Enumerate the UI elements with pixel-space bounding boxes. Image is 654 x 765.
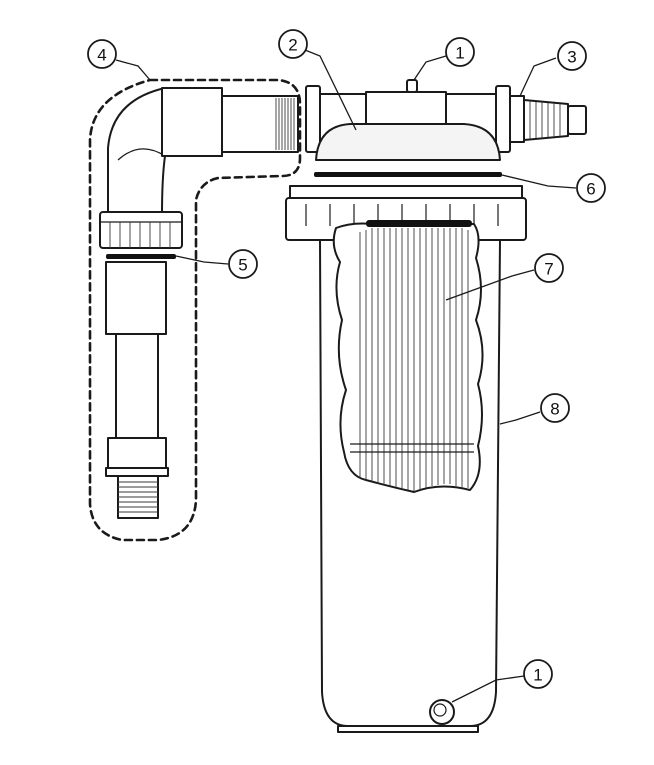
- head-dome-lid: [315, 123, 501, 161]
- tailpiece-pipe: [115, 333, 159, 439]
- hose-adapter-barb: [523, 99, 569, 141]
- leader-lines: [115, 47, 577, 703]
- union-nut: [99, 211, 183, 249]
- hose-adapter-ribs: [529, 101, 561, 139]
- head-left-flange: [305, 85, 321, 153]
- callout-8: 8: [540, 393, 570, 423]
- callout-5: 5: [228, 249, 258, 279]
- drain-plug: [429, 699, 455, 725]
- head-right-flange: [495, 85, 511, 153]
- housing-top-rim: [289, 185, 523, 199]
- elbow-inner-curve: [117, 148, 166, 161]
- elbow-socket: [161, 87, 223, 157]
- svg-text:5: 5: [238, 256, 247, 275]
- housing-base: [337, 725, 479, 733]
- filter-cartridge: [332, 220, 484, 493]
- elbow-thread-lines: [275, 98, 295, 150]
- assembly-4-dashed-outline: [88, 78, 302, 542]
- svg-text:8: 8: [550, 400, 559, 419]
- tailpiece-flange: [105, 467, 169, 477]
- callout-1-top: 1: [445, 37, 475, 67]
- elbow-union-assembly: [88, 78, 302, 542]
- svg-text:7: 7: [544, 260, 553, 279]
- callout-2: 2: [278, 29, 308, 59]
- svg-text:6: 6: [586, 180, 595, 199]
- cartridge-top-cap: [366, 220, 472, 227]
- callout-6: 6: [576, 173, 606, 203]
- svg-text:4: 4: [97, 46, 106, 65]
- callout-3: 3: [557, 41, 587, 71]
- cartridge-pleats: [359, 228, 469, 491]
- union-o-ring: [106, 254, 176, 259]
- tailpiece-collar: [107, 437, 167, 469]
- svg-text:3: 3: [567, 48, 576, 67]
- hose-adapter-collar: [509, 95, 525, 143]
- svg-text:1: 1: [455, 44, 464, 63]
- lid-o-ring: [314, 172, 502, 177]
- callout-4: 4: [87, 39, 117, 69]
- tailpiece-thread-lines: [118, 481, 158, 513]
- filter-head: [305, 79, 587, 161]
- air-bleed-valve: [406, 79, 418, 93]
- svg-text:2: 2: [288, 36, 297, 55]
- svg-text:1: 1: [533, 666, 542, 685]
- union-nut-knurl: [109, 222, 171, 248]
- tailpiece-upper: [105, 261, 167, 335]
- callout-1-bottom: 1: [523, 659, 553, 689]
- elbow-threaded-end: [221, 95, 299, 153]
- hose-adapter-tip: [567, 105, 587, 135]
- callout-7: 7: [534, 253, 564, 283]
